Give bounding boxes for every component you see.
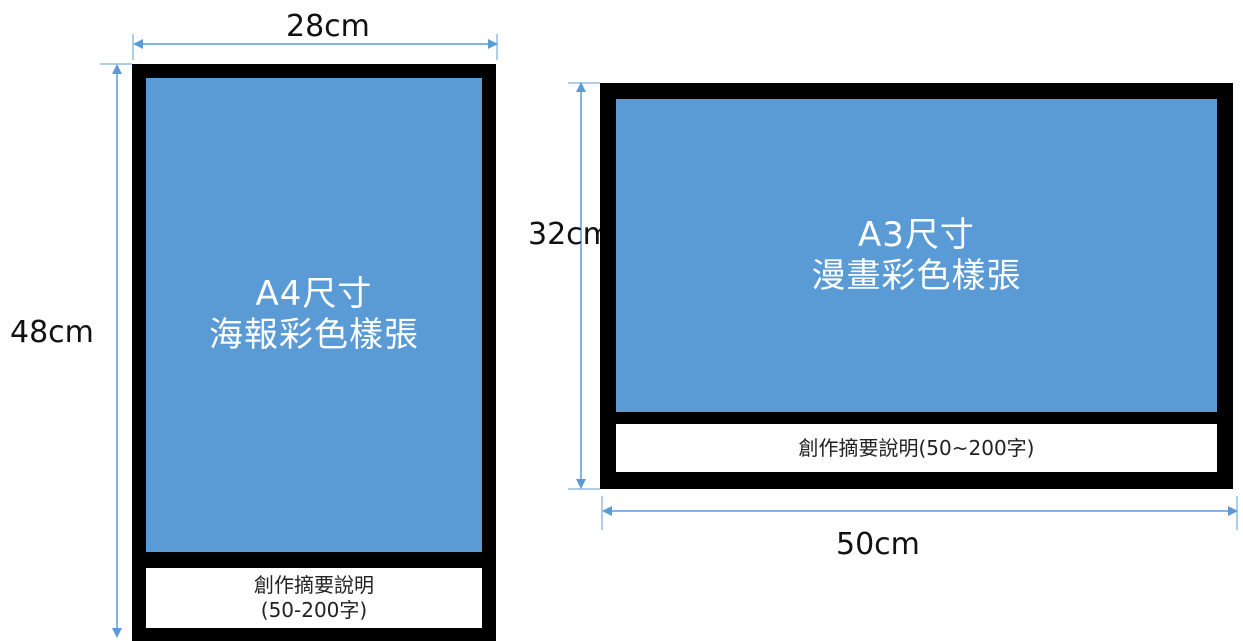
poster-caption-line1: 創作摘要說明 bbox=[254, 573, 374, 597]
poster-caption-line2: (50-200字) bbox=[260, 598, 368, 622]
comic-title-line1: A3尺寸 bbox=[858, 214, 975, 255]
comic-color-sample-panel: A3尺寸 漫畫彩色樣張 bbox=[616, 99, 1217, 412]
poster-color-sample-panel: A4尺寸 海報彩色樣張 bbox=[146, 78, 482, 552]
comic-width-label: 50cm bbox=[836, 527, 920, 562]
poster-width-label: 28cm bbox=[286, 9, 370, 44]
poster-height-label: 48cm bbox=[10, 315, 94, 350]
poster-title-line2: 海報彩色樣張 bbox=[209, 315, 419, 355]
poster-caption-panel: 創作摘要說明 (50-200字) bbox=[146, 568, 482, 628]
poster-title-line1: A4尺寸 bbox=[255, 274, 373, 315]
comic-caption-panel: 創作摘要說明(50~200字) bbox=[616, 424, 1217, 472]
comic-height-label: 32cm bbox=[528, 217, 612, 252]
comic-caption: 創作摘要說明(50~200字) bbox=[798, 435, 1035, 460]
comic-title-line2: 漫畫彩色樣張 bbox=[811, 255, 1022, 296]
